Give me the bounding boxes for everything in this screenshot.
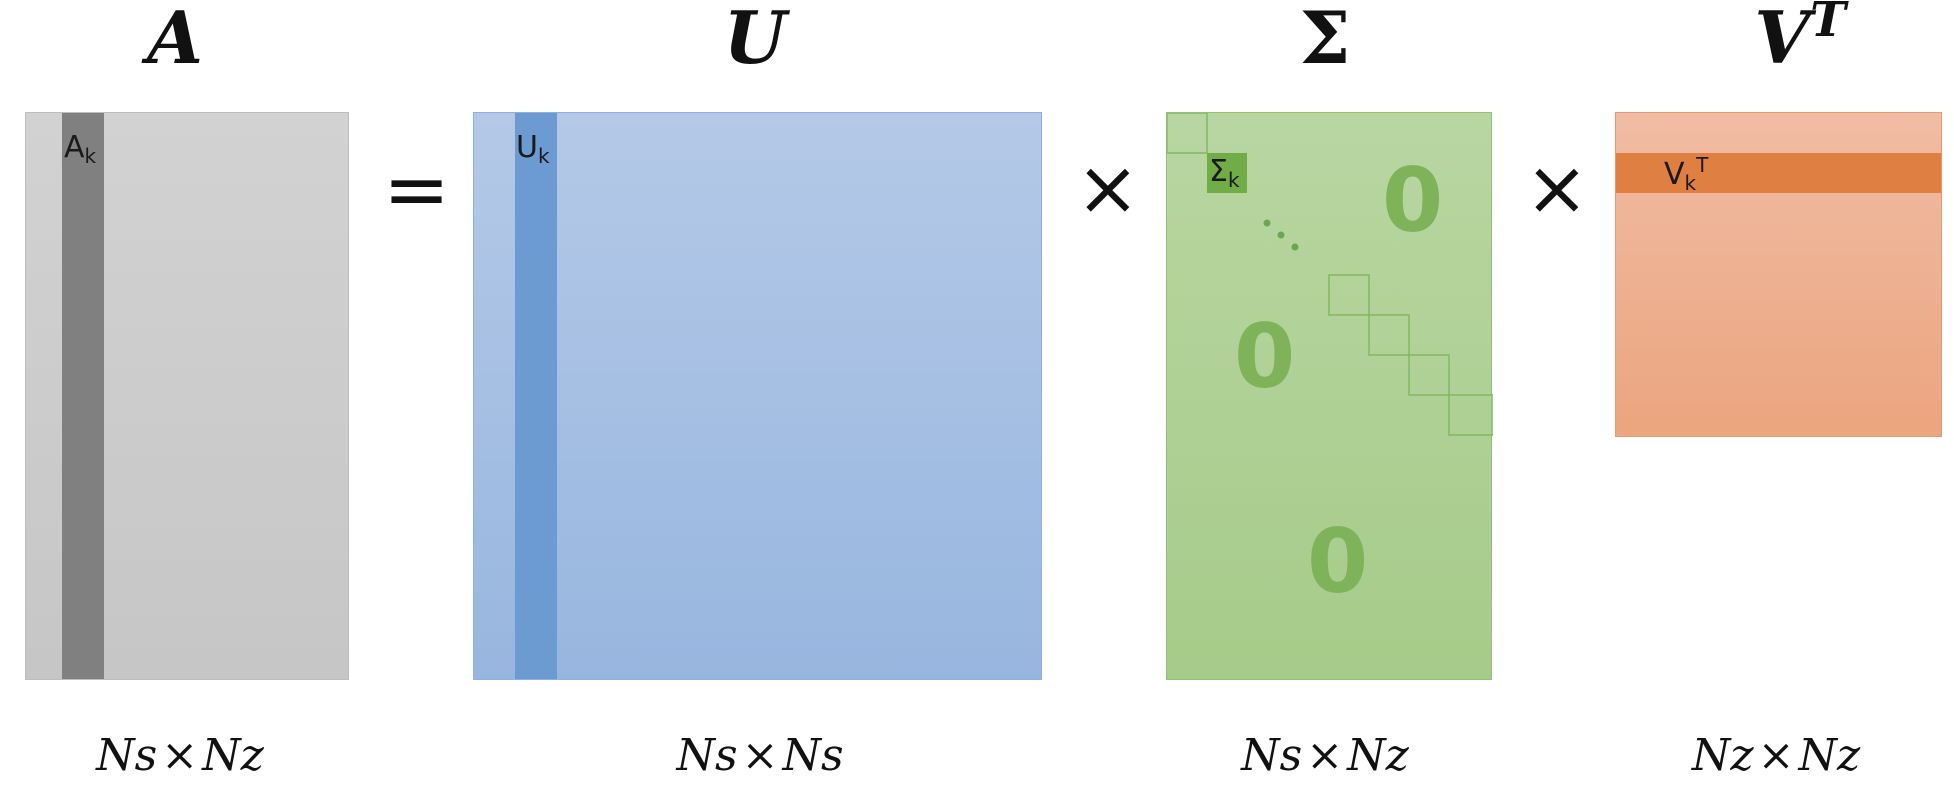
- u-dim-right: Ns: [782, 730, 844, 781]
- matrix-sigma-dimensions: Ns×Nz: [1225, 730, 1425, 781]
- matrix-a-title: A: [125, 2, 225, 74]
- sigma-dot-3: [1291, 243, 1299, 251]
- matrix-vt-row-k: [1616, 153, 1941, 193]
- sigma-diagonal-grid: [1167, 113, 1493, 436]
- a-dim-right: Nz: [202, 730, 264, 781]
- times-sign-2: ×: [1525, 150, 1589, 226]
- sigma-diagonal-cell-6: [1368, 314, 1410, 356]
- v-k-label-sup: T: [1696, 153, 1709, 177]
- vt-dim-right: Nz: [1798, 730, 1861, 781]
- matrix-a-column-k: [62, 113, 104, 679]
- sigma-k-label: Σk: [1209, 154, 1240, 192]
- sigma-dim-left: Ns: [1241, 730, 1303, 781]
- a-dim-left: Ns: [96, 730, 158, 781]
- matrix-vt-title-base: V: [1754, 0, 1811, 80]
- matrix-a-title-text: A: [147, 0, 203, 80]
- a-k-label-base: A: [64, 130, 85, 165]
- matrix-u-dimensions: Ns×Ns: [660, 730, 860, 781]
- u-dim-op: ×: [741, 730, 779, 781]
- matrix-u-title-text: U: [723, 0, 787, 80]
- sigma-k-label-sub: k: [1227, 168, 1240, 192]
- sigma-diagonal-cell-7: [1408, 354, 1450, 396]
- times-sign-2-text: ×: [1525, 143, 1589, 232]
- matrix-sigma-title-text: Σ: [1299, 0, 1351, 80]
- a-k-label-sub: k: [84, 144, 97, 168]
- sigma-dot-2: [1277, 231, 1285, 239]
- matrix-vt: VkT: [1615, 112, 1942, 437]
- sigma-zero-middle-left: 0: [1234, 313, 1295, 401]
- sigma-dim-op: ×: [1306, 730, 1344, 781]
- vt-dim-left: Nz: [1691, 730, 1754, 781]
- sigma-dim-right: Nz: [1347, 730, 1409, 781]
- v-k-label: VkT: [1664, 155, 1708, 193]
- sigma-diagonal-cell-1: [1167, 113, 1208, 154]
- sigma-zero-middle-left-text: 0: [1234, 305, 1296, 408]
- matrix-vt-title: VT: [1735, 0, 1865, 74]
- matrix-sigma: Σk 0 0 0: [1166, 112, 1493, 680]
- a-dim-op: ×: [161, 730, 199, 781]
- sigma-zero-bottom-text: 0: [1307, 510, 1369, 613]
- matrix-a: Ak: [25, 112, 349, 680]
- vt-dim-op: ×: [1757, 730, 1795, 781]
- u-k-label-sub: k: [537, 144, 550, 168]
- v-k-label-sub: k: [1684, 171, 1697, 195]
- matrix-vt-title-sup: T: [1810, 0, 1846, 48]
- a-k-label: Ak: [64, 130, 97, 168]
- v-k-label-base: V: [1664, 157, 1685, 192]
- matrix-sigma-title: Σ: [1275, 2, 1375, 74]
- times-sign-1: ×: [1076, 150, 1140, 226]
- sigma-zero-upper-right-text: 0: [1382, 149, 1444, 252]
- matrix-u-title: U: [705, 2, 805, 74]
- equals-sign: =: [383, 150, 450, 230]
- sigma-zero-upper-right: 0: [1382, 157, 1443, 245]
- matrix-vt-dimensions: Nz×Nz: [1676, 730, 1876, 781]
- times-sign-1-text: ×: [1076, 143, 1140, 232]
- matrix-u-column-k: [515, 113, 557, 679]
- matrix-a-dimensions: Ns×Nz: [80, 730, 280, 781]
- sigma-k-label-base: Σ: [1209, 154, 1228, 189]
- sigma-zero-bottom: 0: [1307, 518, 1368, 606]
- matrix-u: Uk: [473, 112, 1042, 680]
- u-k-label-base: U: [516, 130, 538, 165]
- sigma-diagonal-cell-8: [1448, 394, 1493, 436]
- u-dim-left: Ns: [676, 730, 738, 781]
- sigma-dot-1: [1263, 219, 1271, 227]
- u-k-label: Uk: [516, 130, 550, 168]
- equals-sign-text: =: [383, 143, 451, 236]
- sigma-diagonal-cell-5: [1328, 274, 1370, 316]
- sigma-k-highlight: [1207, 153, 1247, 193]
